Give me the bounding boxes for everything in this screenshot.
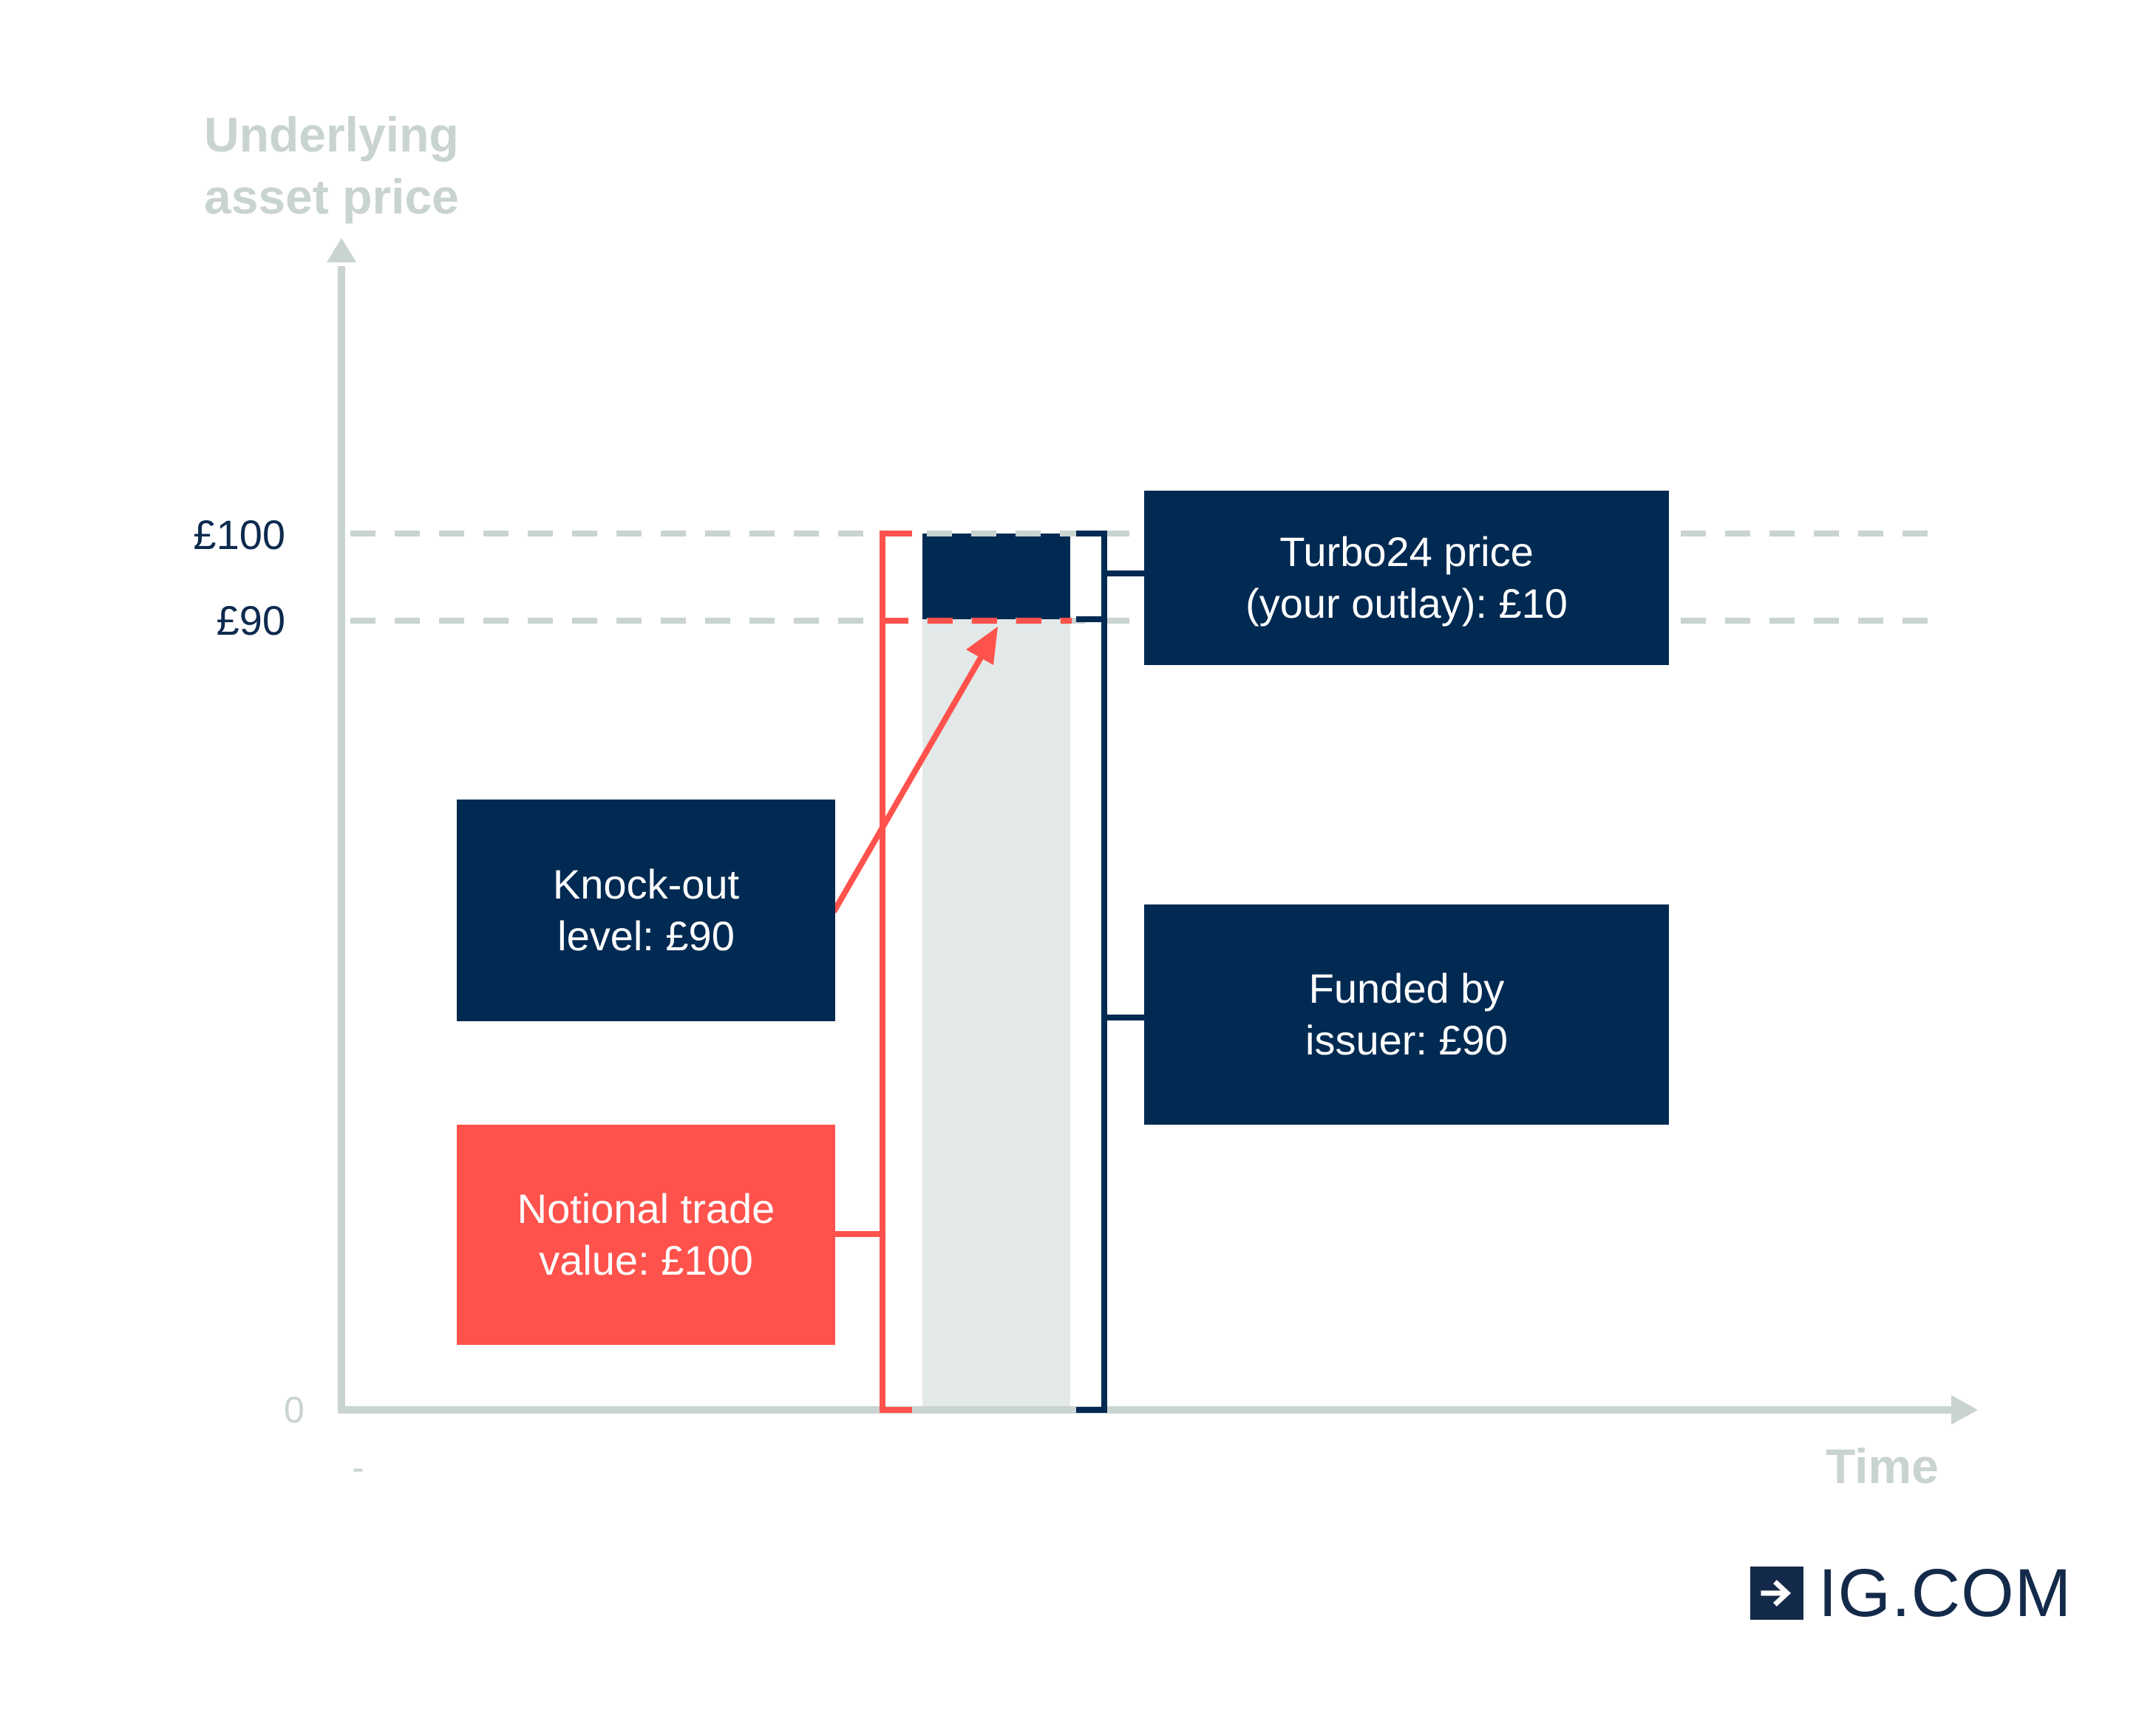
turbo-price-line2: (your outlay): £10 bbox=[1245, 580, 1568, 627]
notional-line2: value: £100 bbox=[539, 1237, 753, 1284]
outlay-block bbox=[922, 534, 1070, 619]
knockout-level-box: Knock-out level: £90 bbox=[457, 800, 835, 1021]
notional-bracket bbox=[880, 531, 912, 1413]
knockout-line1: Knock-out bbox=[552, 861, 740, 907]
tick-label-zero: 0 bbox=[284, 1389, 305, 1431]
price-bracket bbox=[1076, 531, 1107, 1413]
funded-by-issuer-box: Funded by issuer: £90 bbox=[1144, 904, 1669, 1125]
y-axis-arrowhead bbox=[327, 238, 356, 262]
knockout-arrow bbox=[831, 654, 985, 914]
turbo-price-box: Turbo24 price (your outlay): £10 bbox=[1144, 491, 1669, 665]
funded-line2: issuer: £90 bbox=[1305, 1017, 1508, 1063]
logo-text: IG.COM bbox=[1818, 1555, 2072, 1631]
tick-label-100: £100 bbox=[193, 511, 285, 558]
funded-column bbox=[922, 619, 1070, 1410]
x-axis-title: Time bbox=[1826, 1439, 1939, 1493]
y-axis-title-line2: asset price bbox=[204, 169, 459, 224]
x-axis-arrowhead bbox=[1951, 1395, 1978, 1425]
ig-logo: IG.COM bbox=[1750, 1559, 2072, 1627]
y-axis-title-line1: Underlying bbox=[204, 107, 459, 162]
turbo-price-line1: Turbo24 price bbox=[1279, 528, 1534, 575]
x-axis-start-label: - bbox=[352, 1447, 364, 1488]
notional-trade-value-box: Notional trade value: £100 bbox=[457, 1125, 835, 1345]
knockout-arrowhead bbox=[966, 627, 998, 665]
notional-line1: Notional trade bbox=[517, 1185, 775, 1232]
tick-label-90: £90 bbox=[216, 597, 285, 644]
funded-line1: Funded by bbox=[1308, 965, 1505, 1012]
arrow-right-icon bbox=[1750, 1567, 1803, 1620]
y-axis-title: Underlying asset price bbox=[204, 103, 459, 228]
knockout-line2: level: £90 bbox=[557, 913, 735, 959]
